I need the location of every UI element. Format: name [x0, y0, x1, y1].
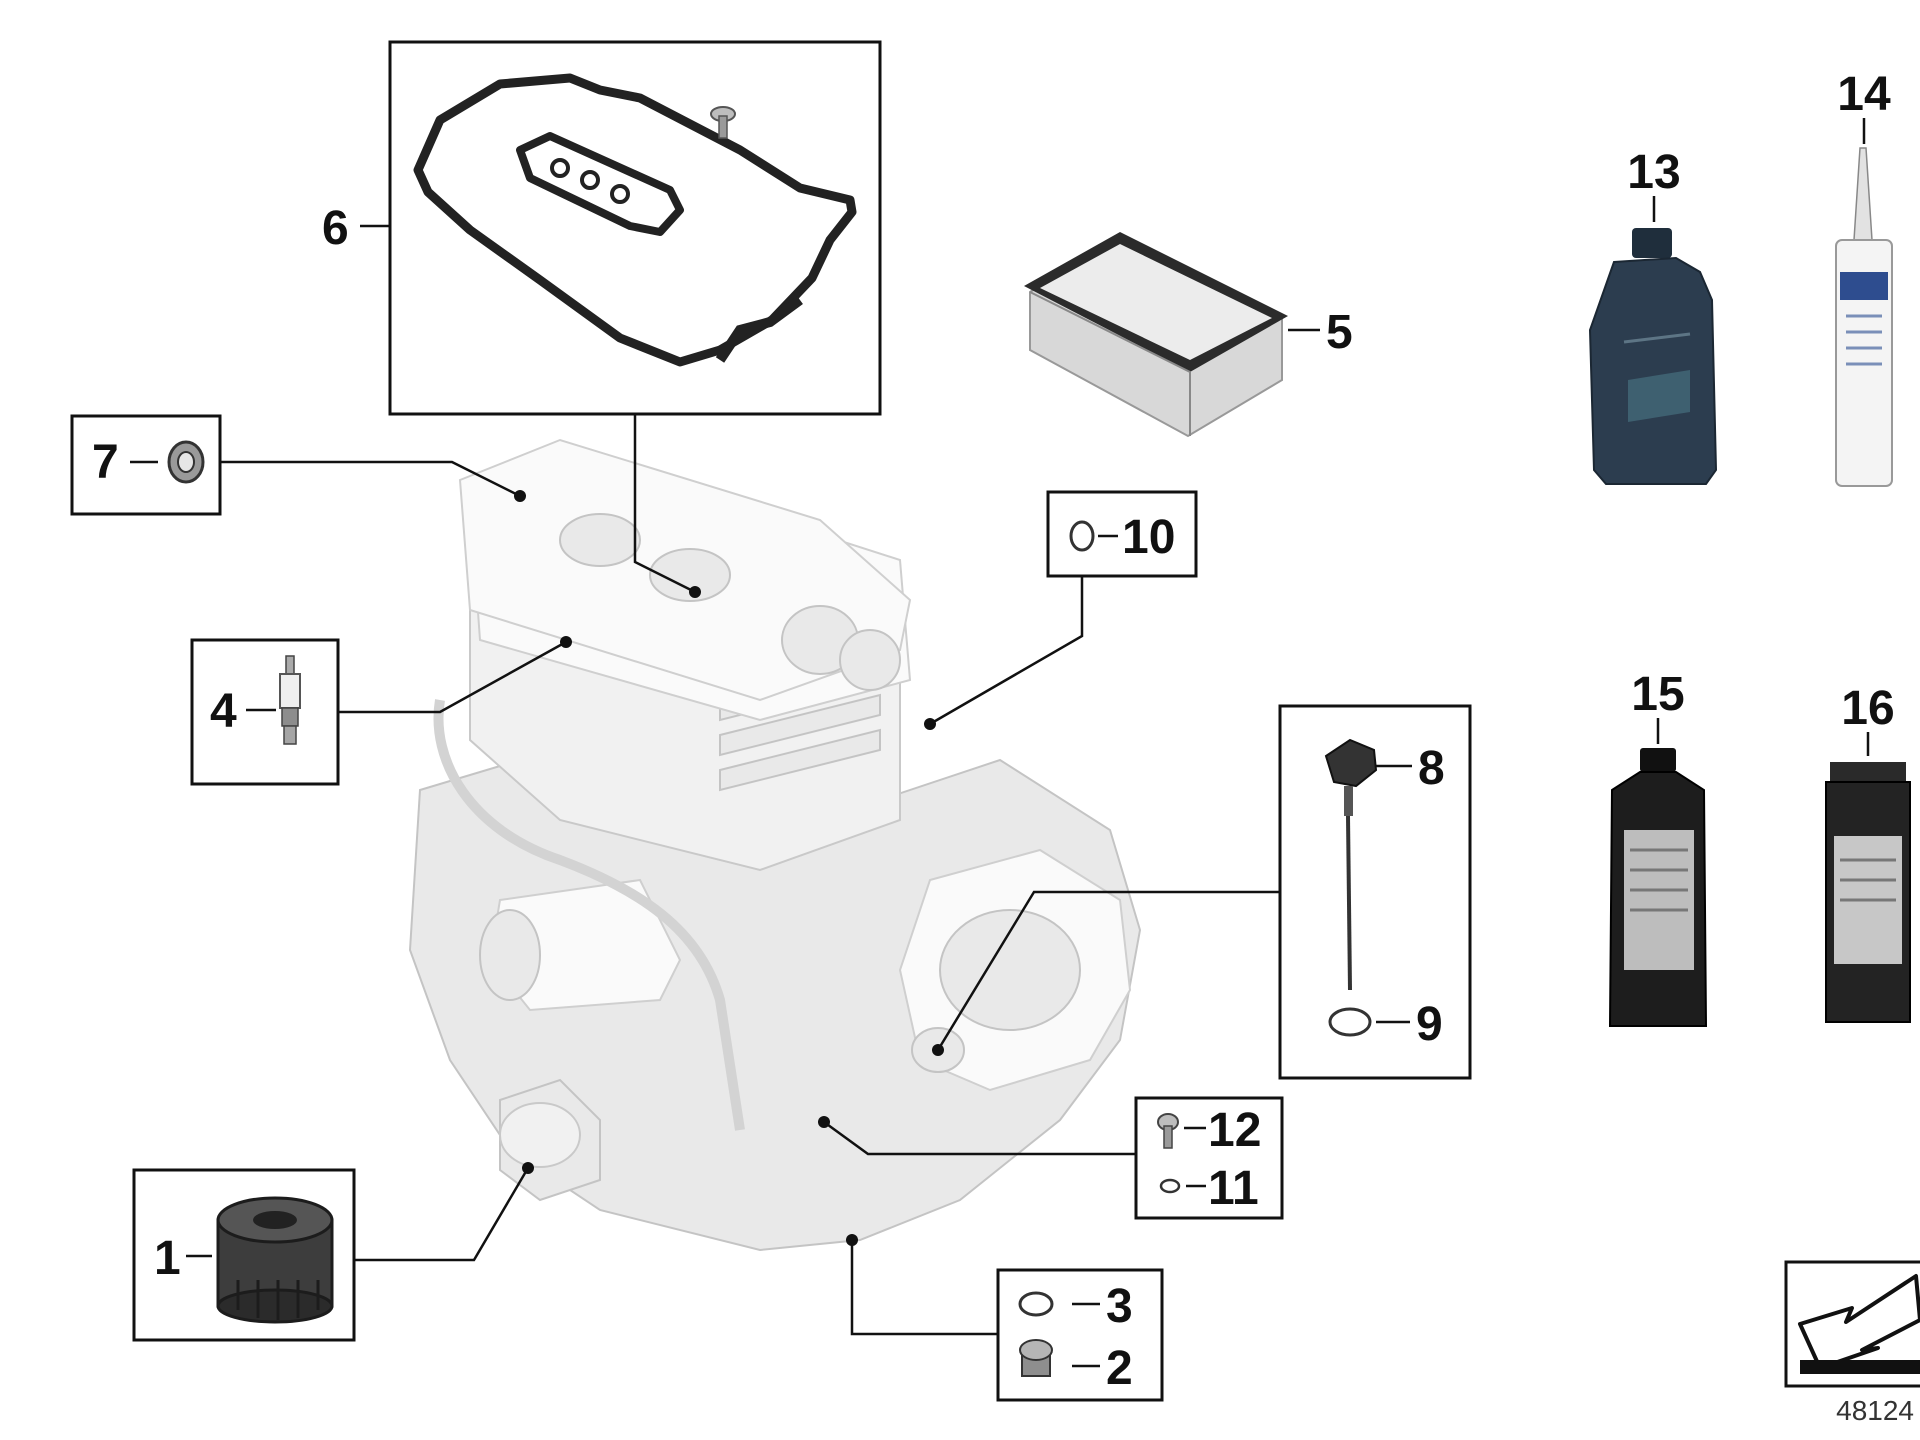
callout-number-8: 8 [1418, 742, 1445, 795]
callout-number-11: 11 [1208, 1162, 1259, 1215]
callout-10-box [1046, 490, 1198, 578]
callout-7-box [70, 414, 222, 516]
callout-7: 7 [70, 414, 526, 516]
arrow-icon [1798, 1274, 1920, 1374]
callout-number-15: 15 [1631, 668, 1684, 721]
oil-filter-box [132, 1168, 356, 1342]
callout-2-3: 3 2 [846, 1234, 1164, 1402]
callout-5: 5 [1024, 232, 1353, 438]
bolt-icon [1157, 1113, 1179, 1149]
callout-number-6: 6 [322, 202, 349, 255]
drain-plug-box [996, 1268, 1164, 1402]
callout-13: 13 [1588, 146, 1718, 485]
callout-number-3: 3 [1106, 1280, 1133, 1333]
o-ring-icon [1018, 1291, 1054, 1317]
seal-ring-icon [167, 440, 205, 484]
engine-illustration [408, 438, 1142, 1252]
drain-plug-icon [1019, 1339, 1053, 1377]
fluid-bottle-icon [1608, 748, 1708, 1027]
callout-6: 6 [322, 40, 882, 598]
valve-cover-gasket-icon [413, 73, 857, 367]
o-ring-icon [1069, 520, 1095, 552]
callout-16: 16 [1825, 682, 1911, 1023]
dipstick-icon [1324, 738, 1378, 991]
arrow-box [1784, 1260, 1920, 1388]
oil-bottle-icon [1588, 228, 1718, 485]
o-ring-icon [1328, 1007, 1372, 1037]
callout-number-12: 12 [1208, 1104, 1261, 1157]
callout-15: 15 [1608, 668, 1708, 1027]
callout-number-7: 7 [92, 436, 119, 489]
callout-1: 1 [132, 1162, 534, 1342]
oil-filter-icon [216, 1196, 334, 1324]
callout-number-5: 5 [1326, 306, 1353, 359]
reference-block: 48124 [1784, 1260, 1920, 1426]
spray-can-icon [1825, 762, 1911, 1023]
callout-number-2: 2 [1106, 1342, 1133, 1395]
callout-number-10: 10 [1122, 511, 1175, 564]
air-filter-icon [1024, 232, 1288, 438]
callout-11-12-box [1134, 1096, 1284, 1220]
callout-11-12: 12 11 [818, 1096, 1284, 1220]
washer-icon [1159, 1178, 1181, 1194]
callout-number-14: 14 [1837, 68, 1891, 121]
callout-number-13: 13 [1627, 146, 1680, 199]
callout-8-9: 8 9 [932, 704, 1472, 1080]
sealant-tube-icon [1835, 147, 1893, 487]
callout-number-4: 4 [210, 685, 237, 738]
callout-number-9: 9 [1416, 998, 1443, 1051]
callout-number-1: 1 [154, 1232, 181, 1285]
callout-14: 14 [1835, 68, 1893, 487]
reference-number: 48124 [1836, 1395, 1914, 1426]
callout-4: 4 [190, 636, 572, 786]
spark-plug-icon [279, 655, 301, 745]
callout-10: 10 [924, 490, 1198, 730]
screw-icon [710, 106, 736, 139]
callout-number-16: 16 [1841, 682, 1894, 735]
